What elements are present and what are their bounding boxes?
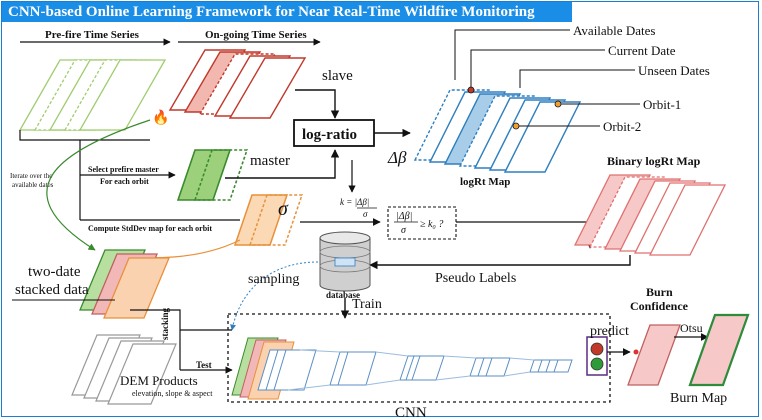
binary-stack	[573, 174, 727, 256]
fire-icon: 🔥	[152, 109, 169, 126]
orbit2-label: Orbit-2	[603, 119, 641, 134]
current-date-label: Current Date	[608, 43, 676, 58]
slave-label: slave	[322, 68, 353, 84]
current-date-dot	[467, 86, 475, 94]
logratio-label: log-ratio	[302, 127, 357, 143]
master-stack	[176, 149, 249, 201]
threshold-rest: ≥ k₀ ?	[420, 219, 443, 230]
select-master-label-2: For each orbit	[100, 177, 149, 186]
iterate-curve	[46, 119, 151, 251]
burn-map-label: Burn Map	[670, 391, 727, 406]
output-red-dot	[590, 342, 604, 356]
ongoing-label: On-going Time Series	[205, 29, 307, 41]
binary-map-label: Binary logRt Map	[607, 154, 701, 168]
burn-map	[688, 313, 750, 387]
burn-confidence-map	[627, 324, 681, 386]
orbit2-dot	[512, 122, 520, 130]
orbit1-dot	[554, 100, 562, 108]
slave-arrow	[295, 89, 340, 119]
predict-label: predict	[590, 324, 629, 339]
available-dates-leader	[454, 29, 570, 80]
sigma-stack	[233, 194, 304, 246]
stacking-bracket	[130, 309, 181, 370]
delta-beta-label: Δβ	[387, 148, 407, 167]
iterate-label-2: available dates	[12, 181, 54, 189]
prefire-bracket	[19, 130, 150, 141]
master-label: master	[250, 153, 290, 169]
logrt-stack	[413, 89, 582, 173]
sigma-label: σ	[278, 198, 289, 220]
database-icon	[319, 231, 371, 292]
burn-conf-label-1: Burn	[646, 285, 673, 299]
unseen-dates-label: Unseen Dates	[638, 63, 710, 78]
logrt-map-label: logRt Map	[460, 176, 510, 188]
two-date-stack	[79, 249, 170, 319]
unseen-dates-leader	[519, 69, 635, 88]
cnn-layers	[231, 337, 573, 400]
dem-stack	[71, 334, 177, 405]
threshold-box	[387, 206, 457, 240]
k-formula: k = |Δβ|	[340, 197, 369, 207]
two-date-label-2: stacked data	[15, 282, 89, 298]
pseudo-labels-arrow	[369, 255, 631, 270]
burn-conf-label-2: Confidence	[630, 299, 689, 313]
output-green-dot	[590, 357, 604, 371]
cnn-box	[227, 313, 611, 403]
available-dates-label: Available Dates	[573, 23, 655, 38]
burn-confidence-dot	[633, 349, 639, 355]
two-date-label-1: two-date	[28, 264, 81, 280]
select-master-label-1: Select prefire master	[88, 165, 159, 174]
threshold-num: |Δβ|	[396, 211, 412, 222]
iterate-label-1: Iterate over the	[10, 172, 52, 180]
master-arrow	[225, 149, 340, 179]
current-date-leader	[470, 49, 605, 87]
train-label: Train	[352, 297, 382, 312]
stacking-label: stacking	[160, 307, 170, 340]
test-label: Test	[196, 360, 212, 370]
threshold-den: σ	[401, 225, 407, 236]
k-formula-den: σ	[363, 209, 368, 219]
database-label: database	[326, 290, 360, 300]
otsu-label: Otsu	[680, 321, 703, 335]
pseudo-labels-label: Pseudo Labels	[435, 271, 516, 286]
prefire-stack	[18, 59, 167, 131]
logratio-box	[293, 119, 375, 147]
ongoing-stack	[168, 49, 307, 119]
prefire-label: Pre-fire Time Series	[45, 29, 140, 41]
sampling-label: sampling	[248, 272, 299, 287]
cnn-label: CNN	[395, 405, 427, 420]
dem-products-label: DEM Products	[120, 373, 198, 388]
dem-sub-label: elevation, slope & aspect	[132, 389, 213, 398]
orbit1-label: Orbit-1	[643, 97, 681, 112]
title-bar: CNN-based Online Learning Framework for …	[2, 2, 572, 22]
threshold-to-binary-arrow	[456, 221, 594, 249]
compute-std-label: Compute StdDev map for each orbit	[88, 224, 212, 233]
diagram-title: CNN-based Online Learning Framework for …	[8, 4, 535, 20]
